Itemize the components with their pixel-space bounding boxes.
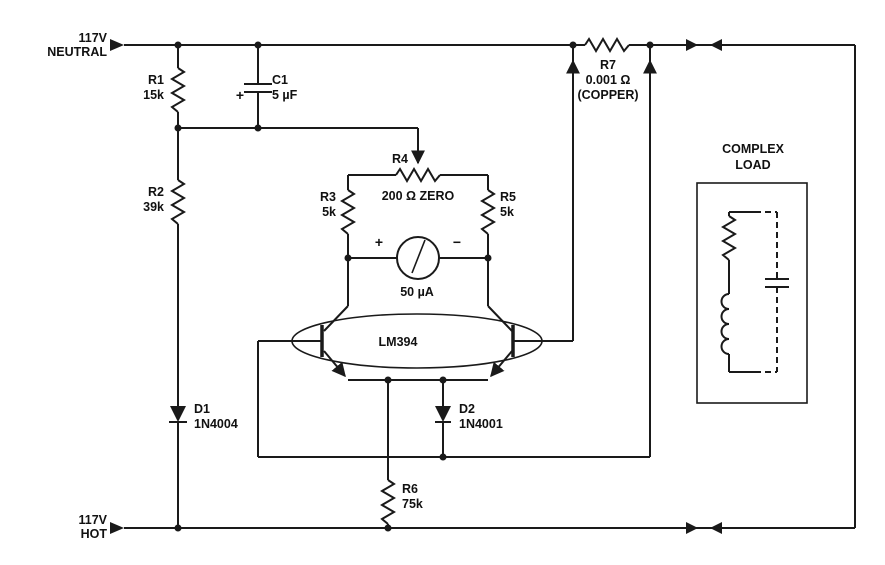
resistor-r1 — [171, 67, 185, 113]
junction-dots — [174, 41, 654, 532]
resistor-r2 — [171, 179, 185, 225]
label-load-line2: LOAD — [735, 158, 770, 172]
label-neutral-voltage: 117V — [78, 31, 107, 45]
emitter-arrow-left — [323, 350, 346, 378]
resistor-r5 — [481, 189, 495, 235]
label-d2-ref: D2 — [459, 402, 475, 416]
load-resistor — [722, 215, 736, 261]
label-meter-value: 50 µA — [400, 285, 434, 299]
transistor-base-bars — [320, 325, 515, 357]
resistor-r6 — [381, 479, 395, 525]
label-r7-note: (COPPER) — [577, 88, 638, 102]
label-r2-value: 39k — [143, 200, 164, 214]
label-r1-ref: R1 — [148, 73, 164, 87]
load-capacitor-dashed-branch — [755, 211, 778, 373]
emitter-arrow-right — [490, 350, 513, 378]
label-d1-ref: D1 — [194, 402, 210, 416]
load-arrow-bottom-left — [710, 522, 722, 534]
label-r4-value: 200 Ω ZERO — [382, 189, 455, 203]
diode-d2-triangle — [435, 406, 451, 422]
load-left-branch — [728, 211, 755, 373]
wire-network — [124, 44, 856, 529]
resistor-r3 — [341, 189, 355, 235]
label-r7-ref: R7 — [600, 58, 616, 72]
load-arrow-top-left — [710, 39, 722, 51]
label-r6-value: 75k — [402, 497, 423, 511]
resistor-r7-shunt — [584, 38, 630, 52]
load-arrow-top-right — [686, 39, 698, 51]
diode-d1-triangle — [170, 406, 186, 422]
label-hot-voltage: 117V — [78, 513, 107, 527]
complex-load-box — [696, 182, 808, 404]
label-r3-ref: R3 — [320, 190, 336, 204]
label-meter-plus: + — [375, 234, 383, 250]
meter-needle — [411, 239, 426, 274]
label-d2-value: 1N4001 — [459, 417, 503, 431]
lm394-outline — [291, 313, 543, 369]
label-r5-ref: R5 — [500, 190, 516, 204]
label-r7-value: 0.001 Ω — [586, 73, 631, 87]
resistor-r4-potentiometer — [395, 168, 441, 182]
label-neutral-name: NEUTRAL — [47, 45, 107, 59]
input-arrow-neutral — [110, 39, 124, 51]
label-c1-polarity: + — [236, 87, 244, 103]
label-d1-value: 1N4004 — [194, 417, 238, 431]
input-arrow-hot — [110, 522, 124, 534]
load-inductor — [720, 293, 730, 355]
label-load-line1: COMPLEX — [722, 142, 784, 156]
label-r6-ref: R6 — [402, 482, 418, 496]
label-r4-ref: R4 — [392, 152, 408, 166]
complex-load — [696, 182, 808, 404]
label-hot-name: HOT — [81, 527, 108, 541]
label-ic1-ref: LM394 — [379, 335, 418, 349]
label-c1-value: 5 µF — [272, 88, 298, 102]
label-meter-minus: − — [453, 234, 461, 250]
label-c1-ref: C1 — [272, 73, 288, 87]
label-r5-value: 5k — [500, 205, 514, 219]
capacitor-c1 — [244, 83, 272, 93]
load-capacitor-plates — [765, 278, 789, 288]
load-arrow-bottom-right — [686, 522, 698, 534]
label-r2-ref: R2 — [148, 185, 164, 199]
label-r3-value: 5k — [322, 205, 336, 219]
label-r1-value: 15k — [143, 88, 164, 102]
